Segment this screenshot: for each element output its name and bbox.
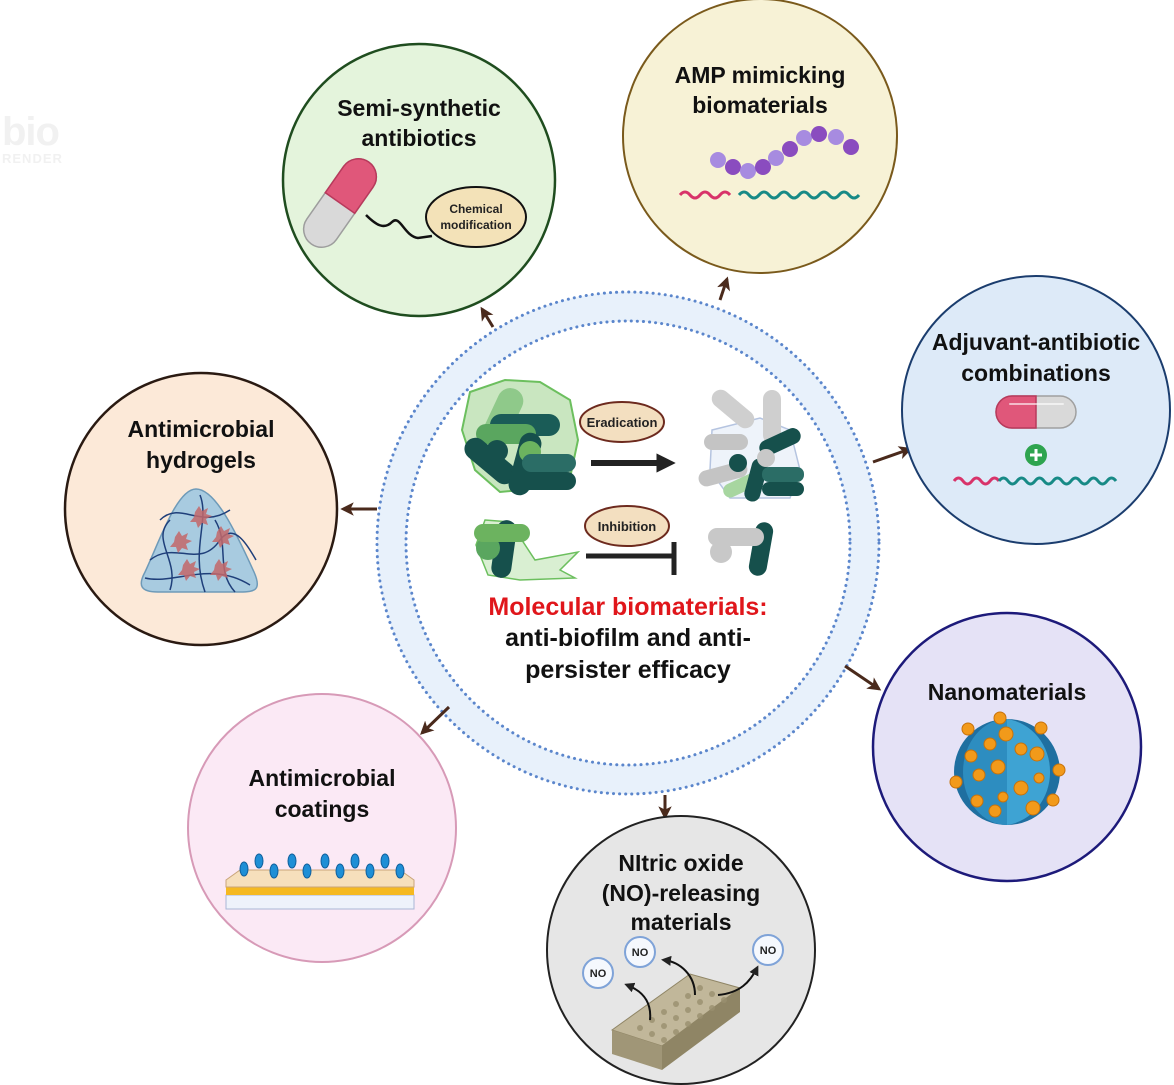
arrow-to-semi-synthetic [480, 306, 495, 328]
no-label: NO [632, 947, 649, 959]
bubble-line-2: modification [440, 218, 511, 232]
chemical-modification-bubble [425, 186, 527, 248]
eradication-bubble [579, 401, 665, 443]
node-semi-synthetic-antibiotics: Semi-synthetic antibiotics Chemical modi… [281, 42, 557, 318]
node-title: Nanomaterials [928, 679, 1087, 705]
plus-icon [1025, 444, 1047, 466]
node-title-line-1: Semi-synthetic [337, 95, 501, 121]
adjuvant-wave-red [952, 476, 1001, 486]
bubble-line-1: Chemical [449, 202, 502, 216]
node-amp-mimicking-biomaterials: AMP mimicking biomaterials [622, 0, 898, 274]
no-label: NO [590, 968, 607, 980]
peptide-chain-icon [710, 126, 859, 179]
inner-dotted-ring [404, 319, 852, 767]
node-title-line-1: NItric oxide [618, 850, 743, 876]
nanoparticle-icon [949, 711, 1066, 825]
watermark-logo: bio [2, 110, 60, 154]
node-title-line-1: AMP mimicking [675, 62, 846, 88]
inhibition-bubble [584, 505, 670, 547]
center-hub: Eradication Inhibition [375, 290, 881, 796]
release-arrow-2 [661, 955, 696, 996]
eradicated-biofilm-icon [698, 389, 804, 502]
node-title-line-2: antibiotics [361, 125, 476, 151]
node-antimicrobial-coatings: Antimicrobial coatings [187, 693, 457, 963]
node-title-line-1: Adjuvant-antibiotic [932, 329, 1140, 355]
arrow-to-coatings [420, 705, 451, 735]
eradication-step: Eradication [579, 401, 676, 473]
outer-dotted-ring [375, 290, 881, 796]
amp-wave-teal [737, 190, 861, 200]
node-title-line-1: Antimicrobial [128, 416, 275, 442]
node-title-line-2: hydrogels [146, 447, 256, 473]
watermark-subtext: RENDER [2, 151, 63, 166]
node-title-line-2: (NO)-releasing [602, 880, 760, 906]
node-circle [622, 0, 898, 274]
inhibited-bacteria-icon [708, 522, 774, 576]
release-arrow-3 [717, 965, 759, 996]
inhibition-label: Inhibition [598, 519, 657, 534]
center-title: Molecular biomaterials: [488, 593, 767, 621]
release-arrow-1 [624, 982, 652, 1021]
center-subtitle-line-2: persister efficacy [525, 656, 731, 684]
connector-arrows [340, 276, 913, 820]
node-antimicrobial-hydrogels: Antimicrobial hydrogels [63, 371, 339, 647]
node-title-line-2: biomaterials [692, 92, 828, 118]
capsule-icon [995, 395, 1077, 429]
node-circle [546, 815, 816, 1085]
biofilm-icon [460, 378, 580, 496]
no-molecule-2: NO [624, 936, 656, 968]
node-circle [281, 42, 557, 318]
adjuvant-wave-teal [997, 476, 1118, 486]
arrow-to-nanomaterials [844, 664, 882, 691]
no-label: NO [760, 945, 777, 957]
node-circle [187, 693, 457, 963]
no-molecule-3: NO [752, 934, 784, 966]
linker-icon [365, 214, 433, 240]
no-molecule-1: NO [582, 957, 614, 989]
porous-scaffold-icon [610, 973, 742, 1070]
coated-surface-icon [225, 853, 415, 910]
amp-wave-red [678, 190, 732, 200]
node-title-line-1: Antimicrobial [249, 765, 396, 791]
planktonic-bacteria-icon [474, 519, 581, 581]
center-subtitle-line-1: anti-biofilm and anti- [505, 624, 751, 652]
node-nitric-oxide-releasing-materials: NItric oxide (NO)-releasing materials NO… [546, 815, 816, 1085]
hydrogel-icon [140, 488, 259, 593]
node-title-line-2: coatings [275, 796, 370, 822]
biorender-watermark: bio RENDER [2, 112, 63, 165]
eradication-label: Eradication [587, 415, 658, 430]
arrow-to-adjuvant [872, 446, 913, 464]
inhibition-step: Inhibition [584, 505, 673, 559]
node-title-line-3: materials [630, 909, 731, 935]
node-title-line-2: combinations [961, 360, 1111, 386]
capsule-icon [302, 158, 378, 248]
node-nanomaterials: Nanomaterials [871, 611, 1143, 883]
arrow-to-amp [717, 276, 730, 301]
node-adjuvant-antibiotic-combinations: Adjuvant-antibiotic combinations [901, 275, 1171, 545]
